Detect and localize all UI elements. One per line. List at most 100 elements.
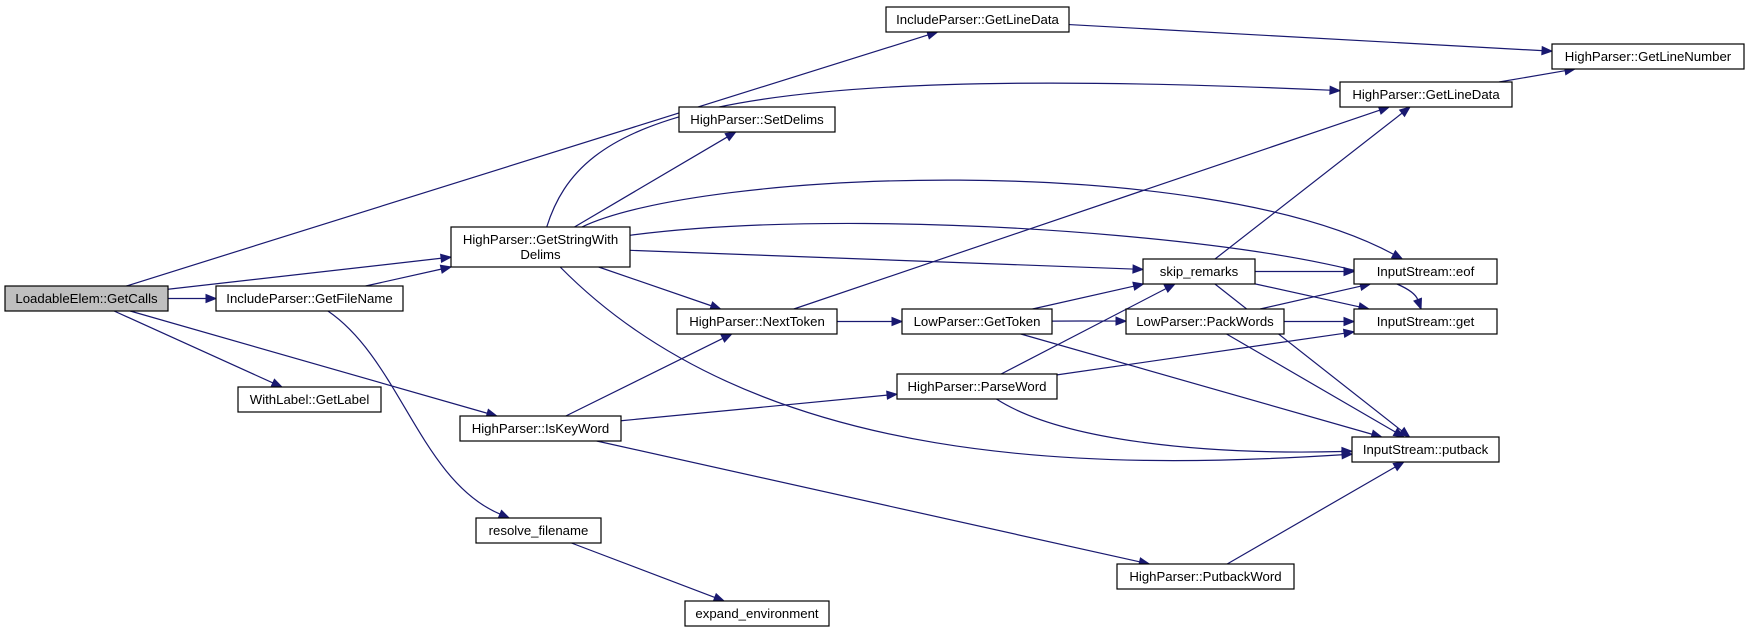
node-box[interactable] [901, 308, 1053, 335]
edge-skip_remarks-to-inputstream_putback [1214, 283, 1411, 438]
node-box[interactable] [676, 308, 838, 335]
edge-high_parseword-to-inputstream_putback [996, 398, 1354, 457]
edge-low_gettoken-to-inputstream_putback [1020, 333, 1383, 439]
edge-line [629, 249, 1134, 270]
node-box[interactable] [450, 226, 631, 268]
edge-include_getfilename-to-high_getstringwithdelims [365, 264, 453, 287]
arrowhead-icon [709, 301, 722, 311]
edge-line [546, 82, 1331, 228]
edge-low_gettoken-to-low_packwords [1051, 316, 1128, 326]
edge-include_getlinedata-to-high_getlinenumber [1068, 23, 1554, 56]
edge-line [1032, 285, 1134, 310]
node-high-getlinenumber[interactable]: HighParser::GetLineNumber [1551, 43, 1745, 70]
arrowhead-icon [270, 378, 284, 388]
node-box[interactable] [1551, 43, 1745, 70]
node-box[interactable] [678, 106, 836, 133]
edge-line [1056, 332, 1345, 376]
edge-line [365, 268, 442, 287]
node-box[interactable] [1125, 308, 1285, 335]
node-inputstream-putback[interactable]: InputStream::putback [1351, 436, 1500, 463]
edge-low_packwords-to-inputstream_putback [1226, 333, 1406, 438]
node-label: LowParser::GetToken [914, 314, 1041, 329]
edge-loadable_getcalls-to-high_getstringwithdelims [167, 253, 453, 290]
node-box[interactable] [4, 285, 169, 312]
edge-include_getfilename-to-resolve_filename [327, 310, 511, 519]
node-high-iskeyword[interactable]: HighParser::IsKeyWord [459, 415, 622, 442]
node-box[interactable] [1351, 436, 1500, 463]
arrowhead-icon [440, 253, 453, 264]
node-loadable-getcalls[interactable]: LoadableElem::GetCalls [4, 285, 169, 312]
node-box[interactable] [237, 386, 382, 413]
edge-line [559, 266, 1343, 462]
node-include-getlinedata[interactable]: IncludeParser::GetLineData [885, 6, 1070, 33]
arrowhead-icon [1342, 328, 1356, 339]
arrowhead-icon [1132, 281, 1145, 291]
node-label: LoadableElem::GetCalls [15, 291, 158, 306]
arrowhead-icon [1329, 85, 1342, 95]
node-high-getlinedata[interactable]: HighParser::GetLineData [1339, 81, 1513, 108]
edge-line [620, 394, 888, 422]
edge-line [793, 109, 1380, 310]
node-withlabel-getlabel[interactable]: WithLabel::GetLabel [237, 386, 382, 413]
arrowhead-icon [1343, 316, 1356, 327]
arrowhead-icon [1115, 316, 1128, 326]
node-high-putbackword[interactable]: HighParser::PutbackWord [1116, 563, 1295, 590]
node-high-nexttoken[interactable]: HighParser::NextToken [676, 308, 838, 335]
node-box[interactable] [1142, 258, 1256, 285]
node-expand-environment[interactable]: expand_environment [684, 600, 830, 627]
arrowhead-icon [724, 131, 737, 142]
node-box[interactable] [1353, 308, 1498, 335]
node-box[interactable] [475, 517, 602, 544]
node-box[interactable] [1353, 258, 1498, 285]
arrowhead-icon [886, 390, 899, 400]
edge-skip_remarks-to-inputstream_eof [1255, 266, 1356, 277]
edge-resolve_filename-to-expand_environment [571, 542, 726, 602]
edge-line [1254, 283, 1360, 308]
edge-skip_remarks-to-high_getlinedata [1214, 106, 1412, 260]
node-high-parseword[interactable]: HighParser::ParseWord [896, 373, 1058, 400]
node-label: InputStream::eof [1377, 264, 1475, 279]
node-box[interactable] [885, 6, 1070, 33]
node-label: HighParser::GetLineNumber [1565, 49, 1732, 64]
node-box[interactable] [684, 600, 830, 627]
node-resolve-filename[interactable]: resolve_filename [475, 517, 602, 544]
node-label: InputStream::get [1377, 314, 1475, 329]
node-high-setdelims[interactable]: HighParser::SetDelims [678, 106, 836, 133]
node-box[interactable] [215, 285, 404, 312]
node-skip-remarks[interactable]: skip_remarks [1142, 258, 1256, 285]
arrowhead-icon [1541, 45, 1554, 56]
node-label: LowParser::PackWords [1136, 314, 1274, 329]
node-label: HighParser::NextToken [689, 314, 825, 329]
edge-line [571, 542, 715, 599]
edge-high_putbackword-to-inputstream_putback [1226, 461, 1406, 565]
node-label: IncludeParser::GetFileName [226, 291, 392, 306]
node-box[interactable] [896, 373, 1058, 400]
edge-low_packwords-to-inputstream_eof [1259, 281, 1372, 310]
edge-high_parseword-to-inputstream_get [1056, 328, 1356, 376]
edge-line [167, 257, 442, 290]
node-low-packwords[interactable]: LowParser::PackWords [1125, 308, 1285, 335]
node-label: HighParser::ParseWord [907, 379, 1046, 394]
edge-line [1214, 283, 1403, 432]
arrowhead-icon [205, 293, 218, 304]
node-box[interactable] [1116, 563, 1295, 590]
edge-line [574, 136, 728, 228]
edge-high_getstringwithdelims-to-high_nexttoken [598, 266, 722, 311]
node-label: HighParser::IsKeyWord [472, 421, 610, 436]
edge-line [1214, 112, 1403, 260]
arrowhead-icon [891, 316, 904, 327]
node-include-getfilename[interactable]: IncludeParser::GetFileName [215, 285, 404, 312]
node-inputstream-get[interactable]: InputStream::get [1353, 308, 1498, 335]
edge-line [1000, 288, 1167, 375]
node-box[interactable] [1339, 81, 1513, 108]
edge-line [1226, 333, 1396, 433]
node-low-gettoken[interactable]: LowParser::GetToken [901, 308, 1053, 335]
edge-high_iskeyword-to-high_parseword [620, 390, 899, 422]
node-inputstream-eof[interactable]: InputStream::eof [1353, 258, 1498, 285]
edge-loadable_getcalls-to-high_iskeyword [129, 310, 499, 418]
node-label: expand_environment [695, 606, 819, 621]
node-box[interactable] [459, 415, 622, 442]
node-label: IncludeParser::GetLineData [896, 12, 1059, 27]
